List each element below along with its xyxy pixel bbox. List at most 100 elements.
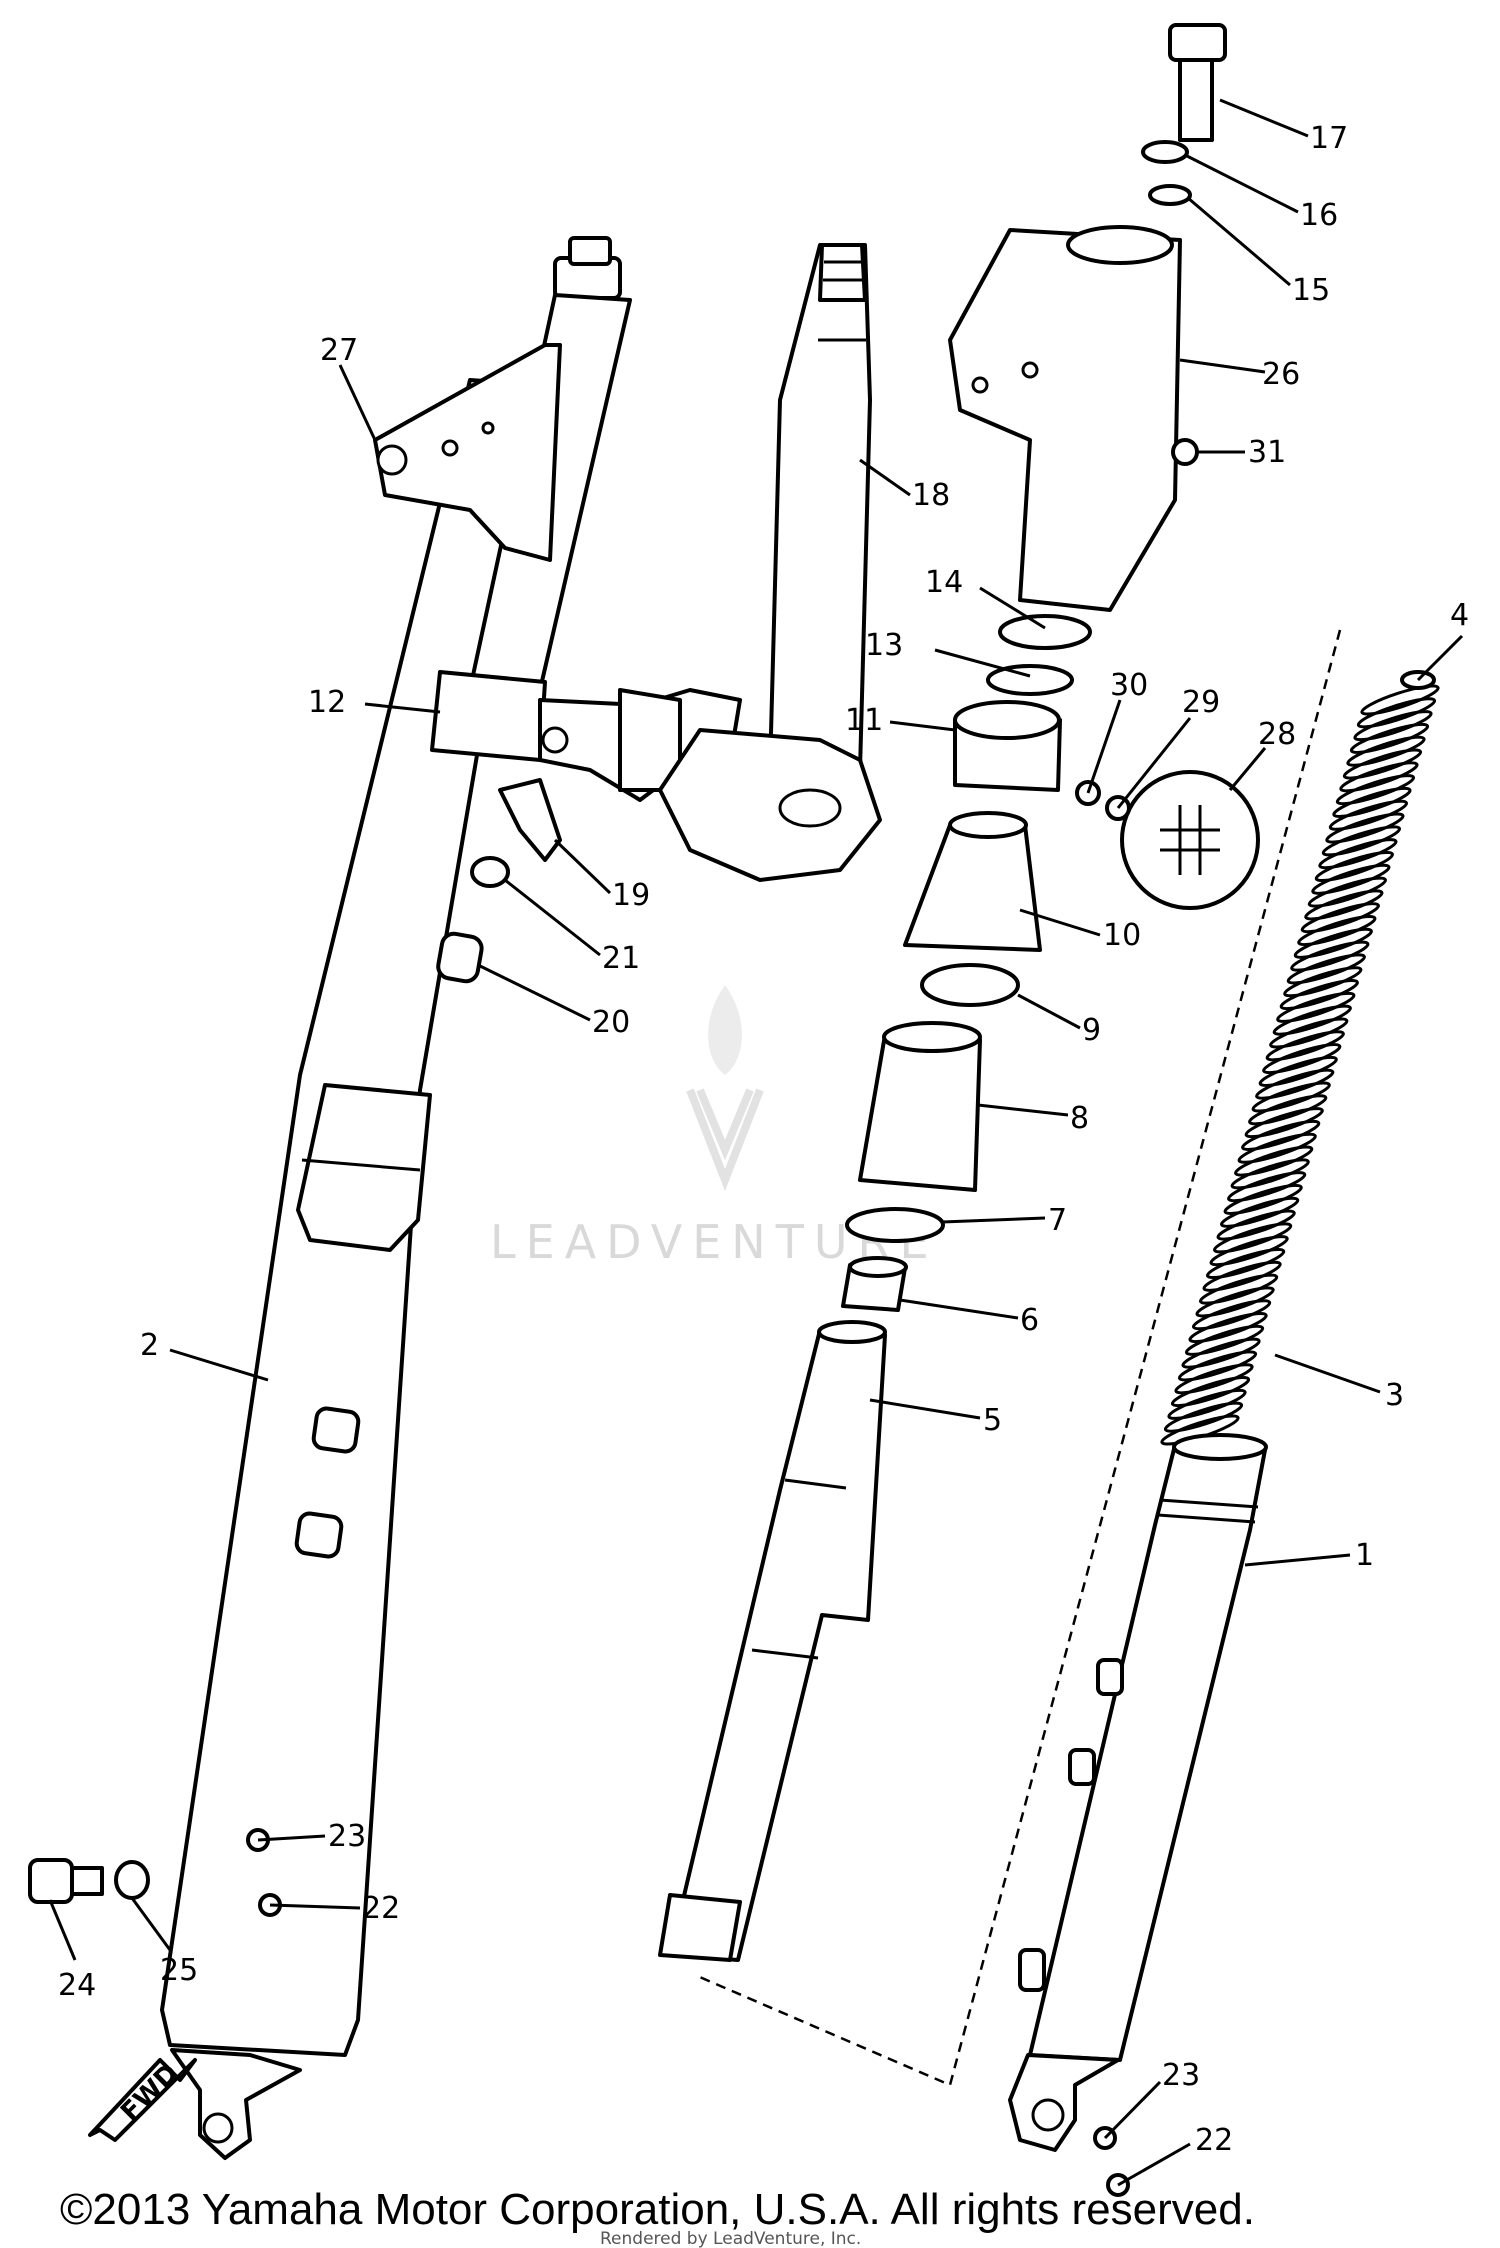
spring-coil [1234, 1145, 1314, 1177]
nut-31 [1171, 438, 1199, 466]
spring-coil [1346, 735, 1426, 767]
stem-thread [818, 243, 867, 302]
spring-coil [1272, 1004, 1352, 1036]
callout-11: 11 [845, 703, 883, 738]
callout-24: 24 [58, 1968, 96, 2003]
callout-4: 4 [1450, 598, 1469, 633]
spring-coil [1195, 1286, 1275, 1318]
inner-tube-5-top [817, 1320, 887, 1344]
spring-coil [1276, 991, 1356, 1023]
oil-seal-9 [920, 963, 1020, 1007]
inner-tube-5 [668, 1328, 887, 1962]
collar-11-top [953, 700, 1061, 740]
washer-13 [986, 664, 1074, 696]
fork-spring-3 [1160, 684, 1440, 1446]
outer-tube-1-top [1172, 1433, 1268, 1461]
spring-coil [1223, 1183, 1303, 1216]
lock-washer-15 [1148, 184, 1192, 206]
tube-break-line [784, 1478, 847, 1490]
sleeve-8-top [882, 1021, 982, 1053]
spring-coil [1269, 1017, 1349, 1049]
spring-coil [1262, 1043, 1342, 1075]
callout-10: 10 [1103, 918, 1141, 953]
spring-coil [1191, 1299, 1272, 1331]
spring-coil [1258, 1055, 1338, 1087]
spring-coil [1290, 940, 1370, 972]
spring-coil [1216, 1209, 1296, 1241]
steering-stem-18 [768, 243, 872, 772]
washer-25 [114, 1860, 150, 1900]
spring-coil [1188, 1312, 1268, 1344]
spring-coil [1251, 1081, 1331, 1113]
tube-1-lug-a [1096, 1658, 1124, 1696]
lower-bracket-body [658, 728, 882, 882]
emblem-28 [1120, 770, 1260, 910]
bracket-26-hole-a [971, 376, 989, 394]
callout-7: 7 [1048, 1203, 1067, 1238]
callout-22-right: 22 [1195, 2123, 1233, 2158]
callout-30: 30 [1110, 668, 1148, 703]
bracket-26-hole-b [1021, 361, 1039, 379]
callout-20: 20 [592, 1005, 630, 1040]
spring-coil [1198, 1273, 1279, 1305]
watermark-flame [708, 985, 742, 1075]
spring-coil [1286, 953, 1366, 985]
seal-14 [998, 614, 1092, 650]
spring-coil [1307, 876, 1387, 908]
spring-coil [1181, 1337, 1261, 1369]
spring-coil [1283, 966, 1363, 998]
spring-coil [1209, 1235, 1289, 1267]
watermark-logo [686, 1088, 764, 1192]
spring-coil [1163, 1401, 1244, 1433]
headlight-bracket-27 [373, 343, 562, 562]
spring-coil [1170, 1376, 1251, 1408]
bolt-20 [436, 931, 484, 984]
emblem-logo [1160, 805, 1220, 875]
spring-coil [1353, 710, 1433, 742]
spring-coil [1314, 850, 1394, 883]
circlip-7 [845, 1207, 945, 1243]
callout-23-left: 23 [328, 1819, 366, 1854]
fork-cap-nut [568, 236, 612, 266]
spring-coil [1220, 1196, 1300, 1228]
spring-coil [1237, 1132, 1317, 1164]
inner-tube-5-foot [658, 1893, 742, 1962]
right-column [1008, 670, 1440, 2197]
tube-block-lower [294, 1511, 344, 1559]
spring-coil [1311, 863, 1391, 895]
lower-bracket-hole [778, 788, 842, 828]
callout-28: 28 [1258, 717, 1296, 752]
spring-coil [1241, 1119, 1321, 1151]
callout-8: 8 [1070, 1101, 1089, 1136]
callout-27: 27 [320, 333, 358, 368]
fork-boot [296, 1083, 432, 1252]
bushing-6-top [848, 1256, 908, 1278]
spring-coil [1202, 1260, 1282, 1292]
spring-coil [1349, 722, 1430, 754]
spring-coil [1339, 761, 1419, 793]
spring-coil [1356, 697, 1437, 729]
right-axle-hole [1031, 2098, 1065, 2132]
spring-coil [1177, 1350, 1258, 1382]
spring-coil [1167, 1388, 1247, 1420]
spring-coil [1184, 1324, 1265, 1356]
tube-1-lug-b [1068, 1748, 1096, 1786]
cover-10-top [948, 811, 1028, 839]
spring-coil [1321, 825, 1402, 857]
spring-coil [1325, 812, 1405, 844]
callout-21: 21 [602, 941, 640, 976]
washer-21 [470, 856, 510, 888]
callout-5: 5 [983, 1403, 1002, 1438]
callout-18: 18 [912, 478, 950, 513]
spring-coil [1255, 1068, 1335, 1100]
tube-1-thread-b [1157, 1513, 1256, 1524]
callout-14: 14 [925, 565, 963, 600]
spring-coil [1297, 914, 1377, 947]
callout-numbers: 17 16 15 26 31 27 18 14 13 11 12 30 29 2… [58, 121, 1469, 2158]
bracket-hole-a [376, 444, 408, 476]
sleeve-8 [858, 1033, 982, 1192]
copyright-text: ©2013 Yamaha Motor Corporation, U.S.A. A… [60, 2185, 1255, 2234]
fwd-arrow: FWD [88, 2058, 197, 2142]
left-bottom-parts [28, 1828, 282, 1917]
bracket-top-ring [1066, 225, 1174, 265]
